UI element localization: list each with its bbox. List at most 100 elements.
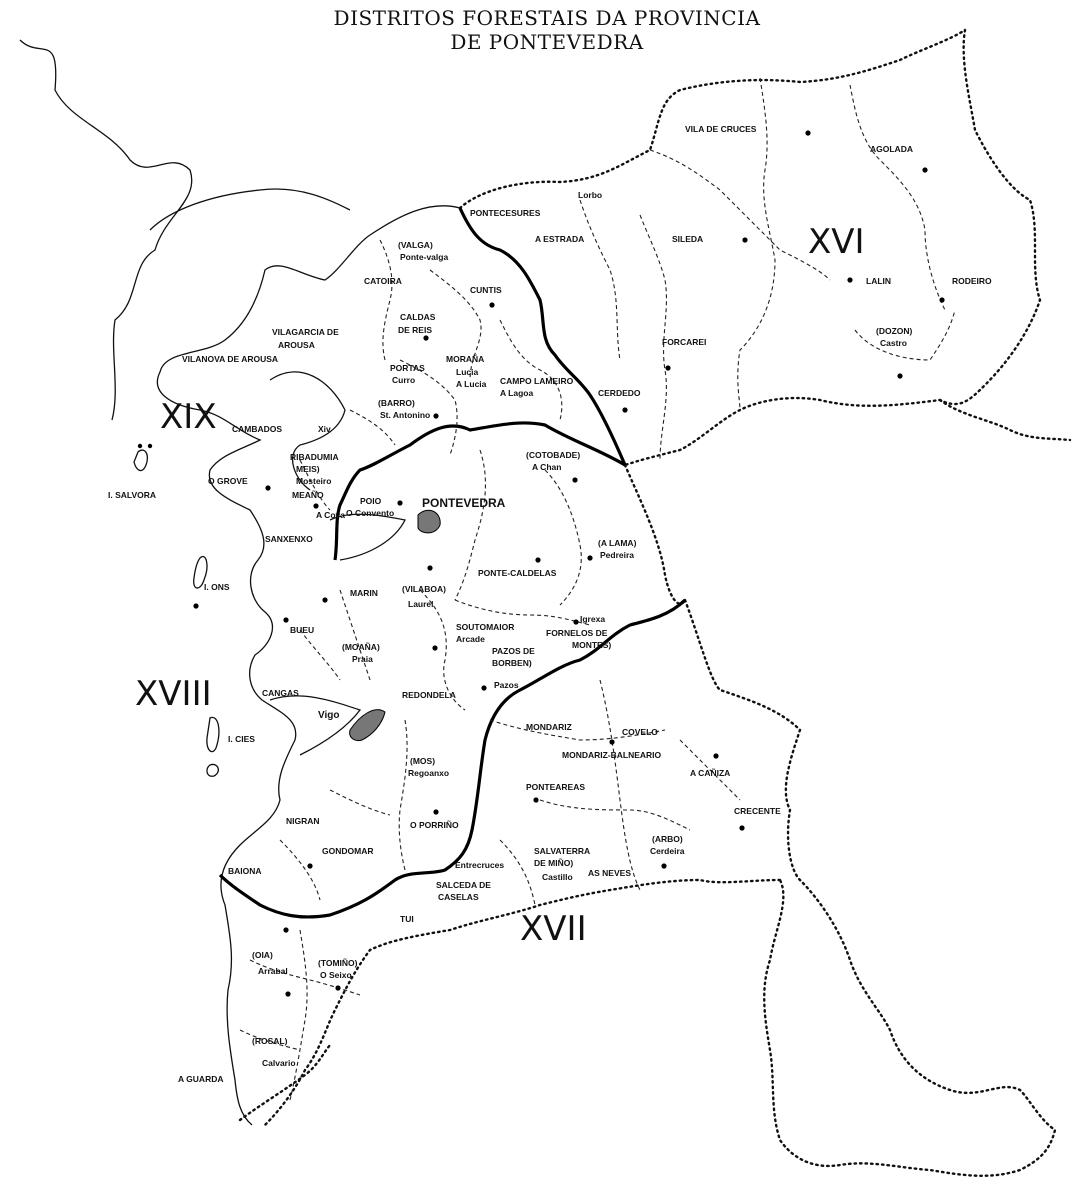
- place-castro: Castro: [880, 338, 907, 348]
- place-morana: MORAÑA: [446, 354, 484, 364]
- place-nigran: NIGRAN: [286, 816, 320, 826]
- place-pontevedra: PONTEVEDRA: [422, 496, 506, 510]
- vigo-urban-area: [349, 709, 386, 741]
- district-label-xix: XIX: [160, 397, 217, 437]
- place-campo-lameiro: CAMPO LAMEIRO: [500, 376, 574, 386]
- place-ribadumia: RIBADUMIA: [290, 452, 339, 462]
- place-o-convento: O Convento: [346, 508, 394, 518]
- place-curro: Curro: [392, 375, 415, 385]
- place-mondariz-balneario: MONDARIZ-BALNEARIO: [562, 750, 662, 760]
- place-arousa: AROUSA: [278, 340, 315, 350]
- ria-de-pontevedra-inner: [329, 513, 406, 561]
- place-montes: MONTES): [572, 640, 611, 650]
- place-cuntis: CUNTIS: [470, 285, 502, 295]
- place-lorbo: Lorbo: [578, 190, 602, 200]
- place-i-cies: I. CIES: [228, 734, 255, 744]
- municipal-boundaries: [239, 77, 956, 1101]
- place-arbo: (ARBO): [652, 834, 683, 844]
- place-gondomar: GONDOMAR: [322, 846, 373, 856]
- place-a-lama: (A LAMA): [598, 538, 637, 548]
- district-boundary-xix-xviii: [333, 421, 626, 561]
- district-label-xvii: XVII: [520, 909, 587, 949]
- island-cies-north: [206, 716, 220, 753]
- place-oia: (OIA): [252, 950, 273, 960]
- place-o-seixo: O Seixo: [320, 970, 352, 980]
- district-boundary-xvi-xix: [458, 207, 627, 466]
- place-barro: (BARRO): [378, 398, 415, 408]
- place-i-salvora: I. SALVORA: [108, 490, 156, 500]
- place-cerdeira: Cerdeira: [650, 846, 685, 856]
- place-santa-lucia: Lucia: [456, 367, 478, 377]
- place-rodeiro: RODEIRO: [952, 276, 992, 286]
- place-mosteiro: Mosteiro: [296, 476, 331, 486]
- place-entrecruces: Entrecruces: [455, 860, 504, 870]
- place-regoanxo: Regoanxo: [408, 768, 449, 778]
- place-pazos: PAZOS DE: [492, 646, 535, 656]
- place-baiona: BAIONA: [228, 866, 262, 876]
- place-rosal: (ROSAL): [252, 1036, 288, 1046]
- place-a-chan: A Chan: [532, 462, 561, 472]
- place-tui: TUI: [400, 914, 414, 924]
- place-a-cova: A Cova: [316, 510, 345, 520]
- place-xiv: Xiv: [318, 424, 331, 434]
- place-fornelos: FORNELOS DE: [546, 628, 608, 638]
- place-vilanova: VILANOVA DE AROUSA: [182, 354, 278, 364]
- place-salvaterra: SALVATERRA: [534, 846, 590, 856]
- northeast-boundary-detail: [938, 398, 1072, 442]
- place-mondariz: MONDARIZ: [526, 722, 572, 732]
- town-markers: [137, 130, 945, 997]
- place-pazos-town: Pazos: [494, 680, 519, 690]
- place-vilaboa: (VILABOA): [402, 584, 446, 594]
- place-calvario: Calvario: [262, 1058, 296, 1068]
- island-ons: [193, 555, 208, 589]
- place-arrabal: Arrabal: [258, 966, 288, 976]
- place-a-estrada: A ESTRADA: [535, 234, 584, 244]
- place-vilagarcia: VILAGARCIA DE: [272, 327, 339, 337]
- place-labels: VILA DE CRUCES AGOLADA Lorbo PONTECESURE…: [108, 124, 992, 1084]
- ria-de-arousa-inner: [269, 371, 346, 491]
- district-label-xvi: XVI: [808, 222, 865, 262]
- place-sanxenxo: SANXENXO: [265, 534, 313, 544]
- district-boundary-xviii-xvii: [218, 598, 687, 919]
- place-ponte-caldelas: PONTE-CALDELAS: [478, 568, 557, 578]
- map-title-line1: DISTRITOS FORESTAIS DA PROVINCIA: [333, 6, 761, 30]
- place-meis: MEIS): [296, 464, 320, 474]
- place-laurel: Laurel: [408, 599, 434, 609]
- place-borben: BORBEN): [492, 658, 532, 668]
- place-catoira: CATOIRA: [364, 276, 402, 286]
- place-cotobade: (COTOBADE): [526, 450, 580, 460]
- island-cies-south: [206, 763, 220, 777]
- place-lalin: LALIN: [866, 276, 891, 286]
- place-igrexa: Igrexa: [580, 614, 605, 624]
- place-moana: (MOAÑA): [342, 642, 380, 652]
- place-salceda: SALCEDA DE: [436, 880, 491, 890]
- place-a-guarda: A GUARDA: [178, 1074, 224, 1084]
- place-a-lucia: A Lucia: [456, 379, 487, 389]
- place-valga: (VALGA): [398, 240, 433, 250]
- place-cambados: CAMBADOS: [232, 424, 282, 434]
- place-forcarei: FORCAREI: [662, 337, 706, 347]
- place-a-caniza: A CAÑIZA: [690, 768, 730, 778]
- place-agolada: AGOLADA: [870, 144, 913, 154]
- place-redondela: REDONDELA: [402, 690, 456, 700]
- place-cerdedo: CERDEDO: [598, 388, 641, 398]
- place-soutomaior: SOUTOMAIOR: [456, 622, 514, 632]
- district-label-xviii: XVIII: [135, 674, 212, 714]
- place-cangas: CANGAS: [262, 688, 299, 698]
- place-castillo: Castillo: [542, 872, 573, 882]
- map-title-line2: DE PONTEVEDRA: [450, 30, 644, 54]
- place-ponte-valga: Ponte-valga: [400, 252, 448, 262]
- pontevedra-urban-area: [417, 509, 441, 534]
- place-poio: POIO: [360, 496, 382, 506]
- place-pedreira: Pedreira: [600, 550, 634, 560]
- ria-de-vigo-inner: [269, 695, 362, 756]
- place-meano: MEAÑO: [292, 490, 324, 500]
- north-coastline: [19, 39, 193, 421]
- place-tomino: (TOMIÑO): [318, 958, 358, 968]
- place-a-lagoa: A Lagoa: [500, 388, 533, 398]
- west-coastline: [156, 205, 461, 1126]
- place-vila-de-cruces: VILA DE CRUCES: [685, 124, 757, 134]
- place-i-ons: I. ONS: [204, 582, 230, 592]
